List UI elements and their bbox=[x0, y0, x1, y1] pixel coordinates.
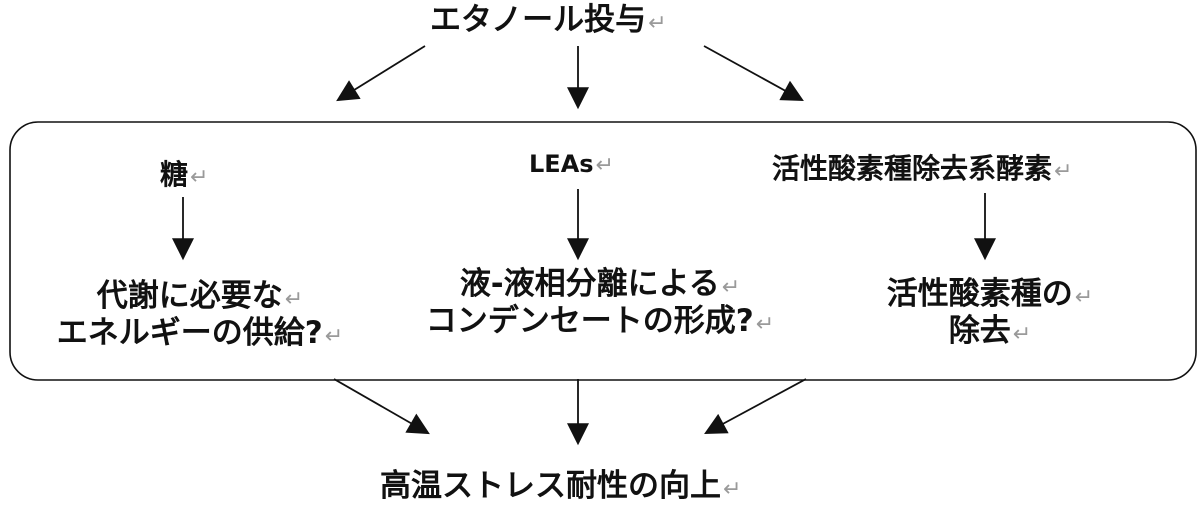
node-text: エタノール投与 bbox=[430, 2, 647, 38]
return-mark: ↵ bbox=[1012, 322, 1032, 348]
ros-removal-node: 活性酸素種の↵ 除去↵ bbox=[865, 276, 1115, 350]
return-mark: ↵ bbox=[1074, 285, 1094, 310]
node-text: 活性酸素種除去系酵素 bbox=[772, 152, 1053, 185]
return-mark: ↵ bbox=[723, 477, 742, 502]
node-text: 糖 bbox=[160, 158, 189, 191]
energy-supply-node: 代謝に必要な↵ エネルギーの供給?↵ bbox=[30, 278, 370, 352]
return-mark: ↵ bbox=[324, 324, 344, 350]
return-mark: ↵ bbox=[595, 153, 614, 178]
leas-node: LEAs↵ bbox=[529, 150, 614, 179]
node-line-2: 除去↵ bbox=[948, 313, 1032, 350]
node-line-1: 代謝に必要な↵ bbox=[96, 278, 304, 314]
return-mark: ↵ bbox=[648, 11, 667, 36]
return-mark: ↵ bbox=[1054, 159, 1073, 184]
arrow-top-to-left bbox=[336, 45, 426, 102]
node-text: LEAs bbox=[529, 150, 594, 178]
arrow-top-to-right bbox=[703, 45, 804, 102]
node-line-2: エネルギーの供給?↵ bbox=[56, 315, 344, 352]
group-box bbox=[9, 121, 1197, 381]
ethanol-administration-node: エタノール投与↵ bbox=[430, 2, 667, 39]
node-line-2: コンデンセートの形成?↵ bbox=[425, 303, 775, 340]
node-line-1: 液-液相分離による↵ bbox=[459, 266, 741, 302]
return-mark: ↵ bbox=[190, 165, 209, 190]
arrow-right-to-bottom bbox=[704, 378, 807, 435]
condensate-formation-node: 液-液相分離による↵ コンデンセートの形成?↵ bbox=[400, 266, 800, 340]
heat-stress-tolerance-node: 高温ストレス耐性の向上↵ bbox=[380, 468, 741, 505]
node-text: 高温ストレス耐性の向上 bbox=[380, 468, 721, 504]
return-mark: ↵ bbox=[755, 312, 775, 338]
node-line-1: 活性酸素種の↵ bbox=[886, 276, 1094, 312]
arrow-left-to-bottom bbox=[333, 378, 430, 435]
return-mark: ↵ bbox=[284, 287, 304, 312]
ros-scavenging-enzymes-node: 活性酸素種除去系酵素↵ bbox=[772, 152, 1072, 186]
sugar-node: 糖↵ bbox=[160, 158, 208, 192]
return-mark: ↵ bbox=[721, 275, 741, 300]
